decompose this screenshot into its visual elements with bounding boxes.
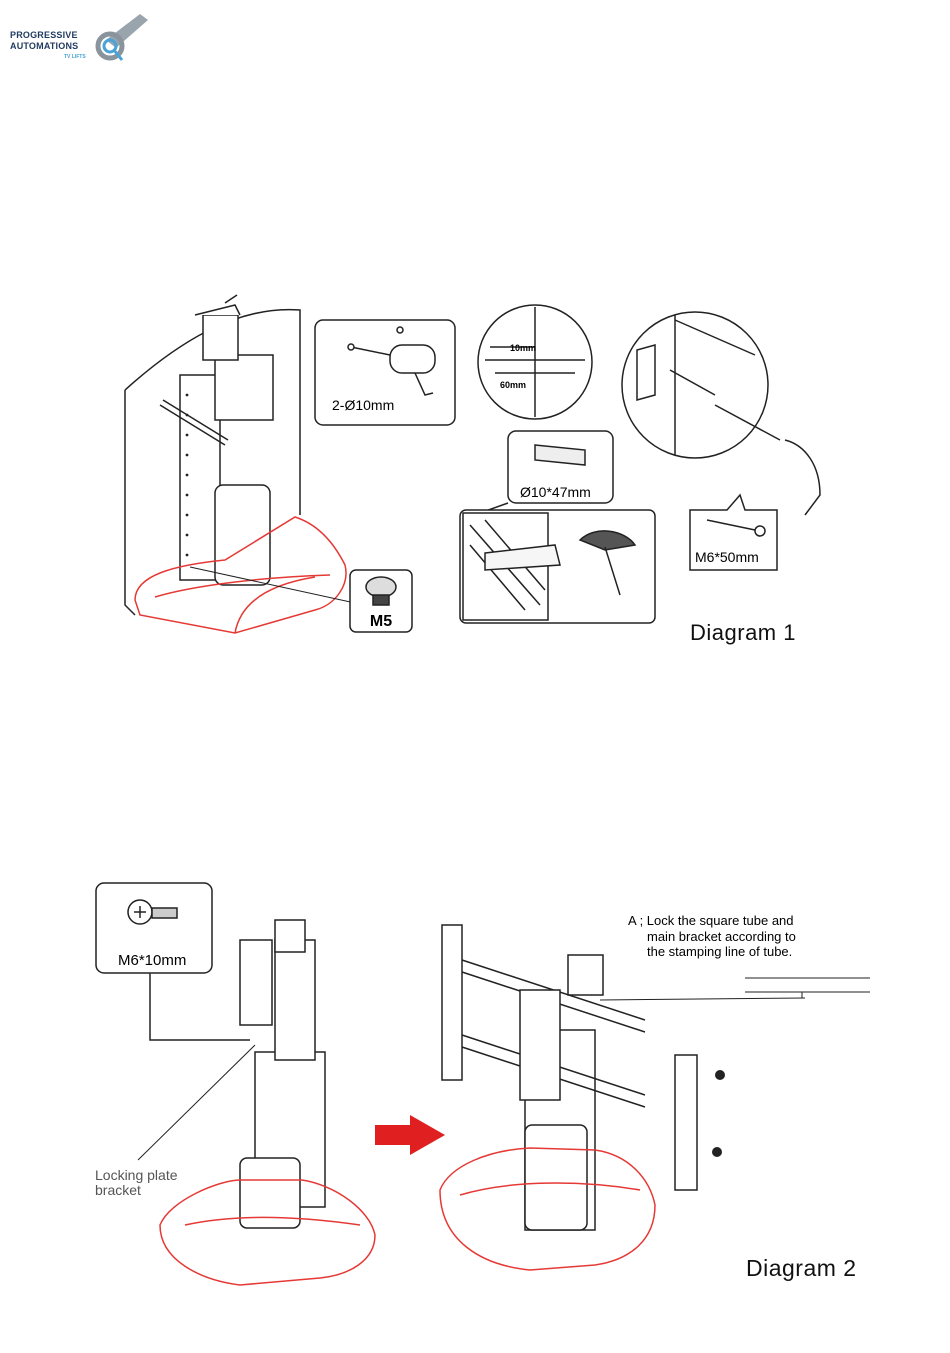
drill-size-label: 2-Ø10mm	[332, 397, 394, 413]
right-lift	[442, 925, 697, 1230]
anchor-size-label: Ø10*47mm	[520, 484, 591, 500]
stamping-line-detail	[600, 978, 870, 1000]
logo-line-3: TV LIFTS	[64, 54, 86, 60]
diagram-1-title: Diagram 1	[690, 620, 796, 646]
mount-screws	[712, 1070, 725, 1157]
diagram-2-title: Diagram 2	[746, 1255, 857, 1282]
locking-plate-label-line-1: Locking plate	[95, 1167, 178, 1183]
diagram-1-illustration: M5 2-Ø10mm 10mm 60mm Ø10*47mm	[115, 285, 845, 650]
note-line-1: A ; Lock the square tube and	[628, 913, 794, 928]
logo-line-2: AUTOMATIONS	[10, 41, 78, 51]
m6-50-label: M6*50mm	[695, 549, 759, 565]
depth-top-label: 10mm	[510, 343, 536, 353]
logo-line-1: PROGRESSIVE	[10, 30, 78, 40]
depth-bottom-label: 60mm	[500, 380, 526, 390]
direction-arrow-icon	[375, 1115, 445, 1155]
locking-plate-label-line-2: bracket	[95, 1182, 141, 1198]
diagram-2-illustration: M6*10mm Locking plate bracket	[90, 880, 890, 1300]
m5-label: M5	[370, 613, 392, 630]
hammer-detail-box	[460, 510, 655, 623]
note-line-2: main bracket according to	[647, 929, 796, 944]
note-line-3: the stamping line of tube.	[647, 944, 792, 959]
brand-logo: PROGRESSIVE AUTOMATIONS TV LIFTS	[8, 8, 158, 68]
m6-10-label: M6*10mm	[118, 952, 186, 969]
depth-detail-circle	[478, 305, 592, 419]
anchor-callout-box	[480, 431, 613, 513]
bracket-detail-circle	[622, 312, 820, 515]
logo-mark-icon	[88, 10, 158, 66]
